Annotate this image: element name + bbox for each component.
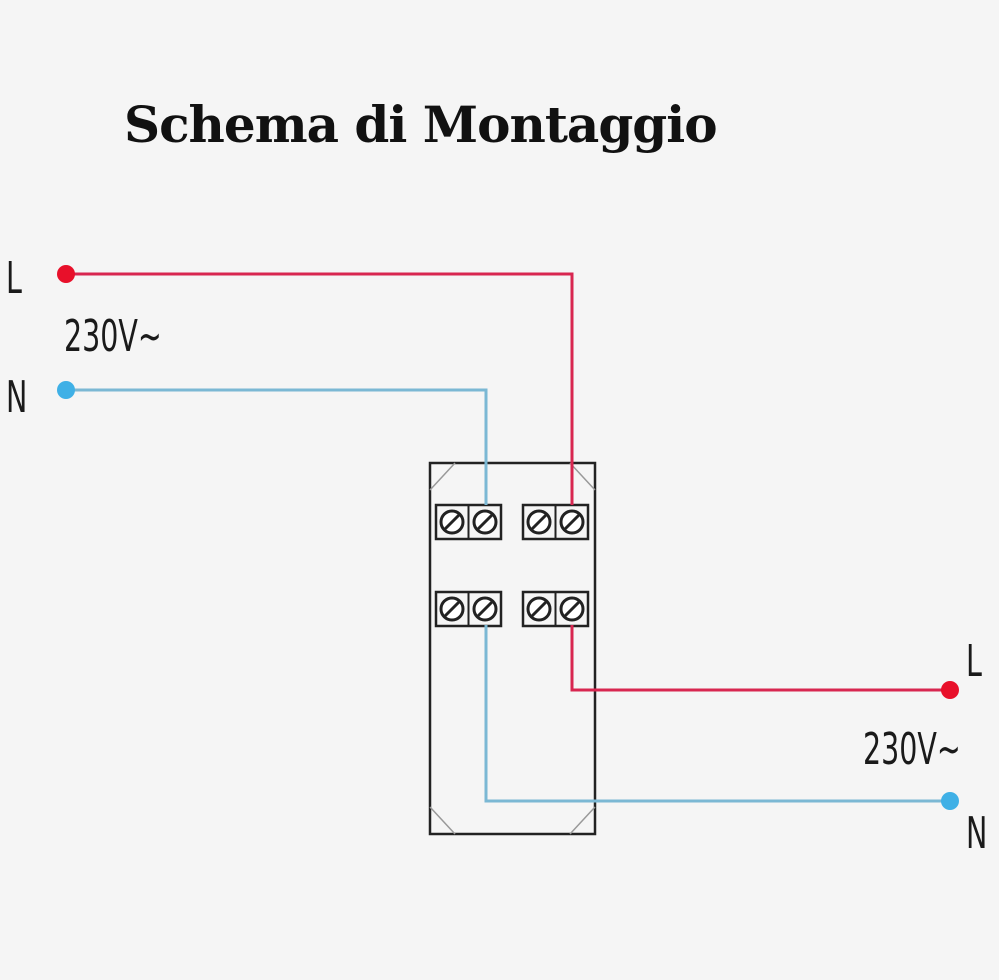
input-neutral-terminal-dot bbox=[57, 381, 75, 399]
screw-icon bbox=[472, 509, 498, 535]
switch-device bbox=[428, 461, 597, 836]
device-corner-bottom-left bbox=[429, 806, 456, 835]
screw-icon bbox=[439, 509, 465, 535]
terminal-block-top-left bbox=[434, 503, 503, 541]
output-line-label: L bbox=[966, 636, 982, 687]
terminal-blocks bbox=[434, 503, 590, 628]
input-neutral-label: N bbox=[6, 372, 28, 423]
output-neutral-terminal-dot bbox=[941, 792, 959, 810]
screw-icon bbox=[472, 596, 498, 622]
output-voltage-label: 230V~ bbox=[863, 724, 961, 775]
input-neutral-wire bbox=[66, 388, 488, 505]
input-voltage-label: 230V~ bbox=[64, 311, 162, 362]
device-corner-bottom-right bbox=[569, 806, 596, 835]
screw-icon bbox=[526, 596, 552, 622]
terminal-block-bottom-right bbox=[521, 590, 590, 628]
terminal-block-bottom-left bbox=[434, 590, 503, 628]
input-line-label: L bbox=[6, 253, 22, 304]
terminal-block-top-right bbox=[521, 503, 590, 541]
screw-icon bbox=[526, 509, 552, 535]
screw-icon bbox=[559, 509, 585, 535]
input-line-terminal-dot bbox=[57, 265, 75, 283]
screw-icon bbox=[439, 596, 465, 622]
input-line-wire bbox=[66, 272, 574, 505]
output-line-terminal-dot bbox=[941, 681, 959, 699]
output-neutral-label: N bbox=[966, 808, 988, 859]
screw-icon bbox=[559, 596, 585, 622]
device-corner-top-left bbox=[429, 462, 456, 491]
output-line-wire bbox=[570, 625, 950, 692]
device-corner-top-right bbox=[569, 462, 596, 491]
diagram-title: Schema di Montaggio bbox=[124, 95, 718, 154]
output-neutral-wire bbox=[484, 625, 950, 803]
